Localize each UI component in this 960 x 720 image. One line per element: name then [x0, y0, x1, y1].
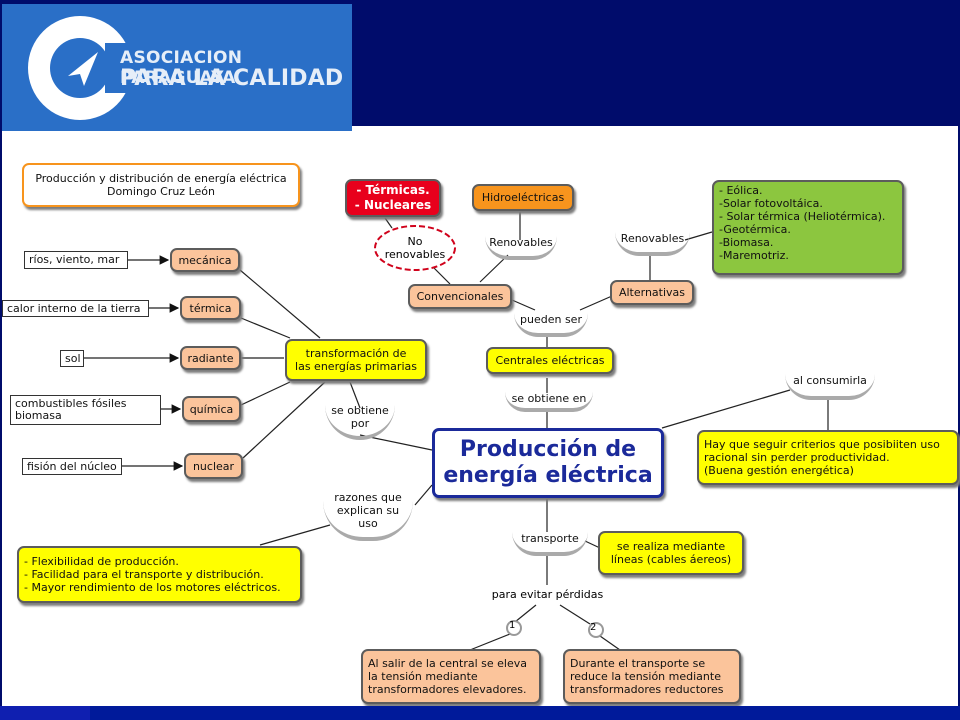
- alternatives-box: Alternativas: [610, 280, 694, 305]
- source-input-2: calor interno de la tierra: [2, 300, 149, 317]
- renewable-link-2: Renovables: [615, 232, 690, 256]
- hydro-box: Hidroeléctricas: [472, 184, 574, 211]
- consume-box: Hay que seguir criterios que posibiiten …: [697, 430, 959, 485]
- obtained-in-link: se obtiene en: [505, 392, 593, 412]
- energy-type-nuclear: nuclear: [184, 453, 243, 479]
- logo-line-2: PARA LA CALIDAD: [120, 66, 344, 91]
- reasons-link: razones que explican su uso: [323, 491, 413, 541]
- logo-mark-icon: [28, 16, 140, 120]
- energy-type-chemical: química: [182, 396, 241, 422]
- logo-line-1: ASOCIACION PARAGUAYA: [120, 48, 243, 88]
- thermal-nuclear-box: - Térmicas. - Nucleares: [345, 179, 441, 217]
- avoid-losses-label: para evitar pérdidas: [491, 588, 604, 601]
- reasons-box: - Flexibilidad de producción. - Facilida…: [17, 546, 302, 603]
- renewables-list-box: - Eólica. -Solar fotovoltáica. - Solar t…: [712, 180, 904, 275]
- source-input-5: fisión del núcleo: [22, 458, 122, 475]
- obtained-by-link: se obtiene por: [325, 404, 395, 440]
- central-concept: Producción de energía eléctrica: [432, 428, 664, 498]
- energy-type-mechanical: mecánica: [170, 248, 240, 272]
- energy-type-thermal: térmica: [180, 296, 241, 320]
- step-2-box: Durante el transporte se reduce la tensi…: [563, 649, 741, 704]
- non-renewable-link: No renovables: [384, 235, 446, 261]
- map-title-box: Producción y distribución de energía elé…: [22, 163, 300, 207]
- source-input-3: sol: [60, 350, 84, 367]
- bottom-strip: [0, 706, 960, 720]
- step-1-box: Al salir de la central se eleva la tensi…: [361, 649, 541, 704]
- can-be-link: pueden ser: [514, 313, 588, 337]
- power-plants-box: Centrales eléctricas: [486, 347, 614, 374]
- transformation-box: transformación de las energías primarias: [285, 339, 427, 381]
- step-2-label: 2: [590, 622, 597, 633]
- on-consume-link: al consumirla: [785, 374, 875, 400]
- logo-banner: ASOCIACION PARAGUAYA PARA LA CALIDAD: [2, 4, 352, 131]
- conventional-box: Convencionales: [408, 284, 512, 309]
- energy-type-radiant: radiante: [180, 346, 241, 370]
- step-1-label: 1: [509, 620, 516, 631]
- bottom-strip-accent: [0, 706, 90, 720]
- source-input-4: combustibles fósiles biomasa: [10, 395, 161, 425]
- renewable-link-1: Renovables: [485, 236, 557, 260]
- source-input-1: ríos, viento, mar: [24, 251, 128, 269]
- transport-box: se realiza mediante líneas (cables áereo…: [598, 531, 744, 575]
- transport-link: transporte: [512, 532, 588, 556]
- non-renewable-oval: [374, 225, 456, 271]
